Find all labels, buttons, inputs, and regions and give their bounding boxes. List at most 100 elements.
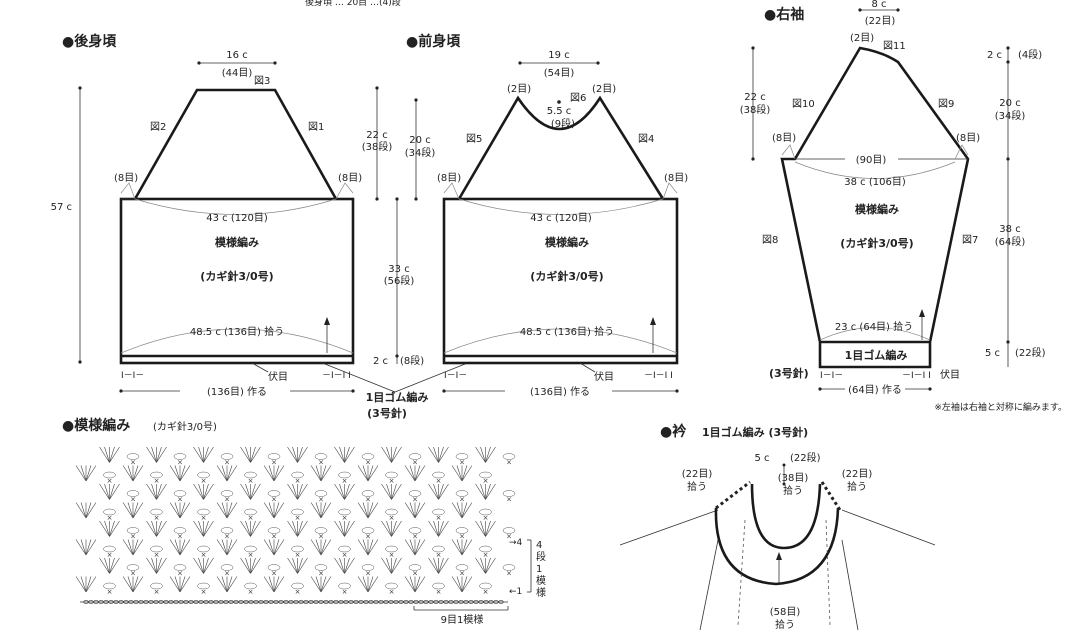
tall-stitch [297,483,308,500]
tall-stitch [320,502,327,519]
sc-stitch: × [271,459,277,467]
tall-stitch [226,502,238,519]
tall-stitch [156,520,162,537]
sc-stitch: × [248,588,254,596]
chain-loop [502,527,516,534]
back-total-height: 57 c [51,202,72,213]
tall-stitch [320,465,332,482]
tall-stitch [339,557,345,574]
tall-stitch [109,520,120,537]
front-title: ●前身頃 [406,33,461,50]
chain-loop [220,527,234,534]
tall-stitch [287,446,298,463]
stitch-hook: (カギ針3/0号) [153,420,217,433]
side-2: 段 [536,550,546,563]
sc-stitch: × [154,588,160,596]
sc-stitch: × [201,514,207,522]
tall-stitch [151,557,157,574]
tall-stitch [391,520,402,537]
stitch-chart-grid: ××××××××××××××××××××××××××××××××××××××××… [75,446,516,604]
sleeve-outline [780,46,970,369]
chain-loop [385,471,398,479]
side-1: 4 [536,540,542,551]
tall-stitch [475,557,486,574]
tall-stitch [146,446,157,463]
chain-loop [126,527,140,534]
tall-stitch [485,520,491,537]
sc-stitch: × [295,551,301,559]
tall-stitch [315,465,322,482]
chain-loop [408,490,422,497]
sc-stitch: × [154,477,160,485]
tall-stitch [193,446,204,463]
tall-stitch [344,557,355,574]
tall-stitch [127,539,134,556]
tall-stitch [179,576,191,593]
sc-stitch: × [154,514,160,522]
tall-stitch [193,520,204,537]
tall-stitch [381,446,392,463]
tall-stitch [287,557,298,574]
tall-stitch [174,465,181,482]
tall-stitch [250,520,256,537]
tall-stitch [85,576,92,593]
tall-stitch [127,465,134,482]
sc-stitch: × [177,570,183,578]
sc-stitch: × [177,533,183,541]
tall-stitch [320,576,327,593]
tall-stitch [240,446,251,463]
tall-stitch [156,557,167,574]
sleeve-body-width: 38 c (106目) [844,177,906,188]
tall-stitch [310,502,322,519]
sleeve-pickup: 23 c (64目) 拾う [835,320,913,333]
tall-stitch [156,557,162,574]
tall-stitch [451,539,463,556]
tall-stitch [226,465,233,482]
front-neck-depth: 5.5 c [547,106,572,117]
chain-loop [432,471,445,479]
front-corner-left: (8目) [437,173,461,184]
tall-stitch [386,483,392,500]
tall-stitch [132,539,139,556]
tall-stitch [438,483,449,500]
sc-stitch: × [201,588,207,596]
chain-loop [244,582,257,590]
tall-stitch [75,502,87,519]
chain-loop [479,582,492,590]
tall-stitch [297,557,308,574]
chain-loop [103,545,116,553]
tall-stitch [344,520,350,537]
chain-loop [479,545,492,553]
tall-stitch [310,539,322,556]
tall-stitch [461,576,468,593]
tall-stitch [433,483,439,500]
sc-stitch: × [483,551,489,559]
tall-stitch [367,502,374,519]
sc-stitch: × [459,533,465,541]
tall-stitch [109,446,120,463]
back-body-outline [119,197,355,365]
tall-stitch [292,446,298,463]
tall-stitch [386,446,392,463]
tall-stitch [404,576,416,593]
back-top-stitches: (44目) [222,68,253,79]
front-top-width: 19 c [548,50,569,61]
tall-stitch [250,483,256,500]
tall-stitch [203,483,214,500]
tall-stitch [146,483,157,500]
chain-loop [126,453,140,460]
tall-stitch [344,557,350,574]
front-c2-left: (2目) [507,84,531,95]
tall-stitch [75,465,87,482]
stitch-row4: →4 [509,538,523,548]
tall-stitch [310,576,322,593]
chain-loop [197,582,210,590]
sleeve-fig-top: 図11 [883,40,906,52]
tall-stitch [344,446,350,463]
tall-stitch [381,520,392,537]
tall-stitch [268,576,275,593]
chain-loop [361,564,375,571]
tall-stitch [179,539,191,556]
tall-stitch [122,539,134,556]
tall-stitch [386,520,392,537]
